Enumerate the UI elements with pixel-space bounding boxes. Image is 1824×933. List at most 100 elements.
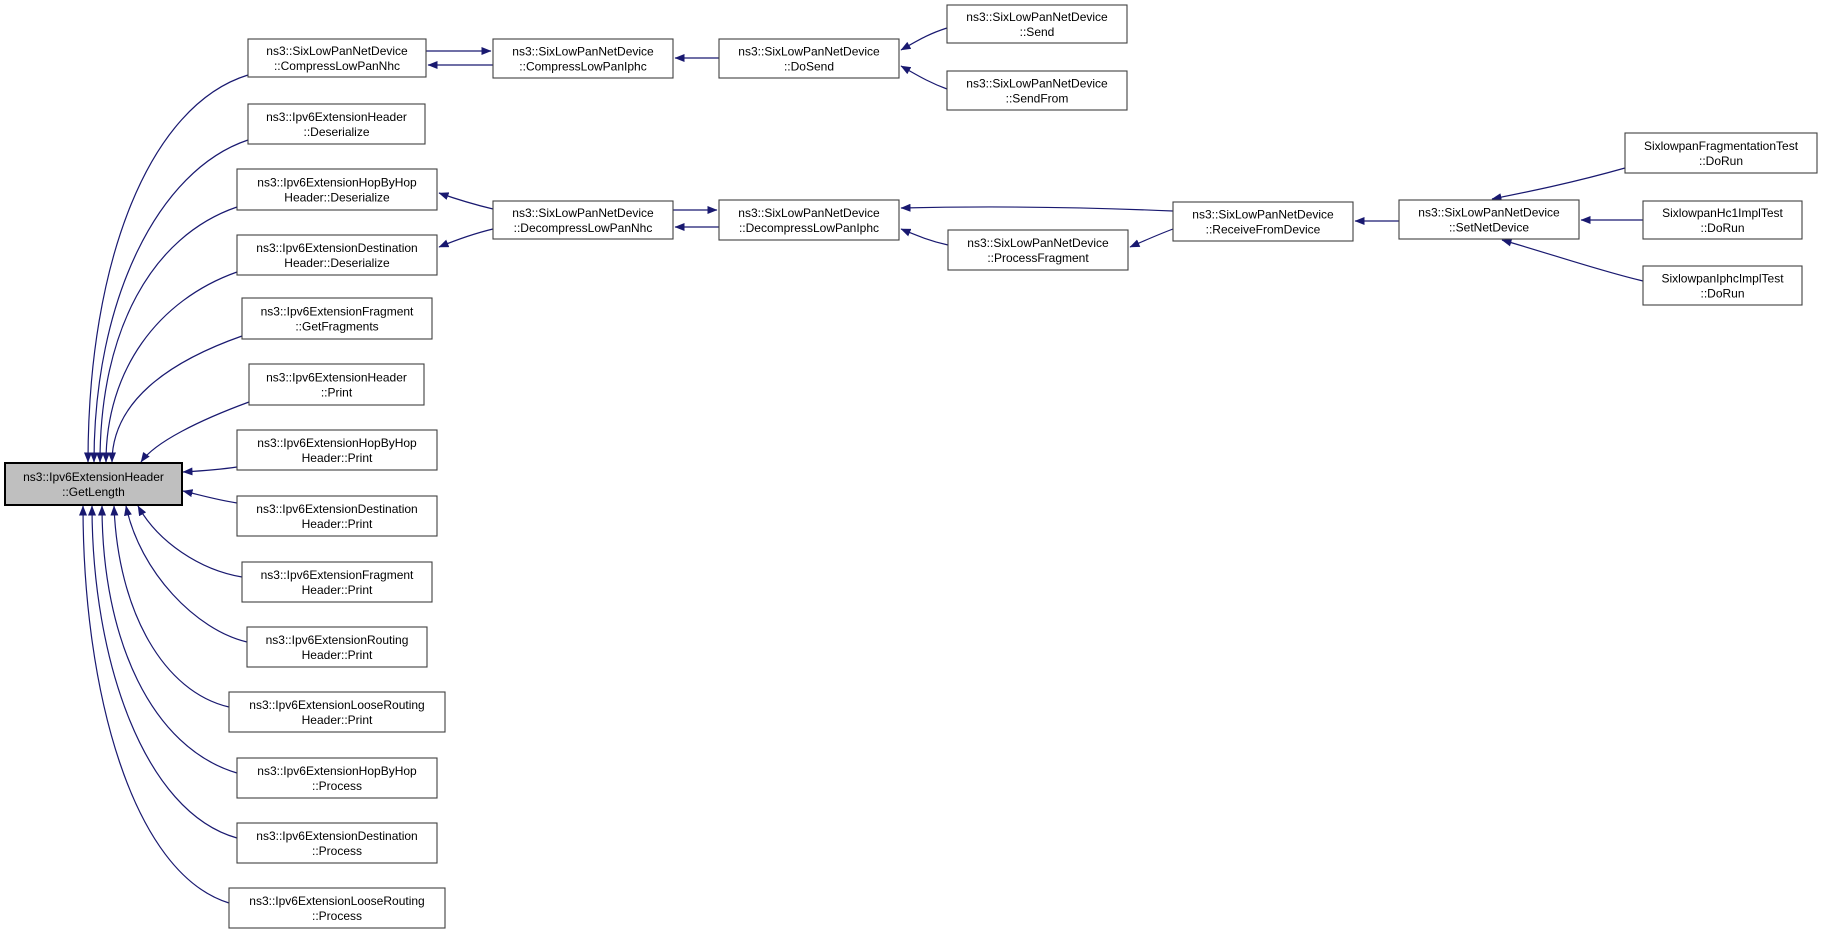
node-decompress-iphc-label-line2: ::DecompressLowPanIphc: [739, 221, 879, 235]
node-looserouting-process[interactable]: ns3::Ipv6ExtensionLooseRouting::Process: [228, 887, 446, 929]
node-test-hc1-label-line1: SixlowpanHc1ImplTest: [1662, 206, 1783, 220]
edge-looserouting-print-to-getlength: [110, 505, 230, 708]
edge-hopbyhop-process-to-getlength: [98, 505, 238, 774]
node-destination-process-label-line2: ::Process: [312, 844, 362, 858]
node-hopbyhop-print-label-line1: ns3::Ipv6ExtensionHopByHop: [257, 436, 417, 450]
node-setnetdevice[interactable]: ns3::SixLowPanNetDevice::SetNetDevice: [1398, 199, 1580, 240]
node-hopbyhop-deserialize-box: [236, 168, 438, 211]
node-test-iphc-label-line2: ::DoRun: [1700, 287, 1744, 301]
node-header-deserialize[interactable]: ns3::Ipv6ExtensionHeader::Deserialize: [247, 103, 426, 145]
node-hopbyhop-process[interactable]: ns3::Ipv6ExtensionHopByHop::Process: [236, 757, 438, 799]
node-header-deserialize-label-line2: ::Deserialize: [303, 125, 369, 139]
node-dosend[interactable]: ns3::SixLowPanNetDevice::DoSend: [718, 38, 900, 79]
node-compress-iphc-label-line1: ns3::SixLowPanNetDevice: [512, 45, 654, 59]
node-hopbyhop-process-label-line2: ::Process: [312, 779, 362, 793]
edge-sendfrom-to-dosend: [900, 65, 948, 90]
node-test-fragmentation[interactable]: SixlowpanFragmentationTest::DoRun: [1624, 132, 1818, 174]
node-sendfrom-box: [946, 70, 1128, 111]
edge-test-fragmentation-to-setnetdevice: [1491, 167, 1626, 202]
node-test-fragmentation-label-line1: SixlowpanFragmentationTest: [1644, 139, 1799, 153]
node-decompress-iphc[interactable]: ns3::SixLowPanNetDevice::DecompressLowPa…: [718, 199, 900, 241]
node-routing-print-box: [246, 626, 428, 668]
nodes-layer: ns3::Ipv6ExtensionHeader::GetLengthns3::…: [4, 4, 1818, 929]
node-decompress-nhc[interactable]: ns3::SixLowPanNetDevice::DecompressLowPa…: [492, 200, 674, 240]
edge-decompress-nhc-to-destination-deserialize: [438, 228, 494, 248]
node-routing-print-label-line2: Header::Print: [302, 648, 373, 662]
node-routing-print-label-line1: ns3::Ipv6ExtensionRouting: [266, 633, 409, 647]
node-fragment-print-box: [241, 561, 433, 603]
node-looserouting-print-box: [228, 691, 446, 733]
node-setnetdevice-label-line1: ns3::SixLowPanNetDevice: [1418, 206, 1560, 220]
node-hopbyhop-process-box: [236, 757, 438, 799]
node-destination-print-box: [236, 495, 438, 537]
node-compress-iphc[interactable]: ns3::SixLowPanNetDevice::CompressLowPanI…: [492, 38, 674, 79]
edge-header-deserialize-to-getlength: [90, 139, 249, 463]
node-sendfrom-label-line2: ::SendFrom: [1006, 92, 1069, 106]
node-send-label-line1: ns3::SixLowPanNetDevice: [966, 10, 1108, 24]
node-processfragment-label-line1: ns3::SixLowPanNetDevice: [967, 236, 1109, 250]
node-processfragment[interactable]: ns3::SixLowPanNetDevice::ProcessFragment: [947, 229, 1129, 271]
node-receivefromdevice-label-line2: ::ReceiveFromDevice: [1206, 223, 1321, 237]
node-getlength-label-line1: ns3::Ipv6ExtensionHeader: [23, 470, 164, 484]
node-dosend-label-line2: ::DoSend: [784, 60, 834, 74]
node-hopbyhop-deserialize[interactable]: ns3::Ipv6ExtensionHopByHopHeader::Deseri…: [236, 168, 438, 211]
edge-decompress-nhc-to-hopbyhop-deserialize: [438, 192, 494, 210]
node-compress-nhc[interactable]: ns3::SixLowPanNetDevice::CompressLowPanN…: [247, 38, 427, 78]
node-processfragment-box: [947, 229, 1129, 271]
node-fragment-print-label-line2: Header::Print: [302, 583, 373, 597]
node-dosend-box: [718, 38, 900, 79]
node-send[interactable]: ns3::SixLowPanNetDevice::Send: [946, 4, 1128, 44]
node-fragment-getfragments-label-line1: ns3::Ipv6ExtensionFragment: [261, 305, 414, 319]
node-destination-deserialize-box: [236, 234, 438, 276]
node-destination-print-label-line1: ns3::Ipv6ExtensionDestination: [256, 502, 417, 516]
edge-looserouting-process-to-getlength: [79, 505, 230, 904]
node-dosend-label-line1: ns3::SixLowPanNetDevice: [738, 45, 880, 59]
node-destination-deserialize-label-line1: ns3::Ipv6ExtensionDestination: [256, 241, 417, 255]
node-compress-iphc-label-line2: ::CompressLowPanIphc: [519, 60, 646, 74]
node-decompress-iphc-label-line1: ns3::SixLowPanNetDevice: [738, 206, 880, 220]
node-destination-process-label-line1: ns3::Ipv6ExtensionDestination: [256, 829, 417, 843]
node-test-hc1[interactable]: SixlowpanHc1ImplTest::DoRun: [1642, 200, 1803, 240]
edge-receivefromdevice-to-processfragment: [1129, 228, 1174, 248]
node-decompress-nhc-label-line1: ns3::SixLowPanNetDevice: [512, 206, 654, 220]
node-fragment-getfragments[interactable]: ns3::Ipv6ExtensionFragment::GetFragments: [241, 297, 433, 340]
node-compress-nhc-box: [247, 38, 427, 78]
node-receivefromdevice-box: [1172, 201, 1354, 242]
edge-destination-print-to-getlength: [182, 489, 238, 504]
node-getlength[interactable]: ns3::Ipv6ExtensionHeader::GetLength: [4, 462, 183, 506]
node-test-iphc-label-line1: SixlowpanIphcImplTest: [1661, 272, 1784, 286]
node-hopbyhop-print-label-line2: Header::Print: [302, 451, 373, 465]
node-test-iphc[interactable]: SixlowpanIphcImplTest::DoRun: [1642, 265, 1803, 306]
node-destination-print-label-line2: Header::Print: [302, 517, 373, 531]
node-getlength-box: [4, 462, 183, 506]
node-setnetdevice-box: [1398, 199, 1580, 240]
node-test-hc1-box: [1642, 200, 1803, 240]
edge-hopbyhop-print-to-getlength: [182, 466, 238, 476]
node-sendfrom[interactable]: ns3::SixLowPanNetDevice::SendFrom: [946, 70, 1128, 111]
node-destination-process[interactable]: ns3::Ipv6ExtensionDestination::Process: [236, 822, 438, 864]
node-destination-deserialize[interactable]: ns3::Ipv6ExtensionDestinationHeader::Des…: [236, 234, 438, 276]
node-looserouting-process-label-line1: ns3::Ipv6ExtensionLooseRouting: [249, 894, 424, 908]
edge-hopbyhop-deserialize-to-getlength: [96, 206, 238, 463]
node-compress-iphc-box: [492, 38, 674, 79]
node-receivefromdevice[interactable]: ns3::SixLowPanNetDevice::ReceiveFromDevi…: [1172, 201, 1354, 242]
node-header-print-label-line1: ns3::Ipv6ExtensionHeader: [266, 371, 407, 385]
edge-compress-nhc-to-getlength: [84, 74, 249, 463]
node-setnetdevice-label-line2: ::SetNetDevice: [1449, 221, 1529, 235]
node-header-print[interactable]: ns3::Ipv6ExtensionHeader::Print: [248, 363, 425, 406]
node-destination-deserialize-label-line2: Header::Deserialize: [284, 256, 390, 270]
edges-layer: [79, 27, 1644, 904]
node-hopbyhop-process-label-line1: ns3::Ipv6ExtensionHopByHop: [257, 764, 417, 778]
node-receivefromdevice-label-line1: ns3::SixLowPanNetDevice: [1192, 208, 1334, 222]
node-send-label-line2: ::Send: [1020, 25, 1055, 39]
node-getlength-label-line2: ::GetLength: [62, 485, 125, 499]
node-destination-print[interactable]: ns3::Ipv6ExtensionDestinationHeader::Pri…: [236, 495, 438, 537]
node-fragment-getfragments-label-line2: ::GetFragments: [295, 320, 378, 334]
node-looserouting-print[interactable]: ns3::Ipv6ExtensionLooseRoutingHeader::Pr…: [228, 691, 446, 733]
node-test-fragmentation-box: [1624, 132, 1818, 174]
